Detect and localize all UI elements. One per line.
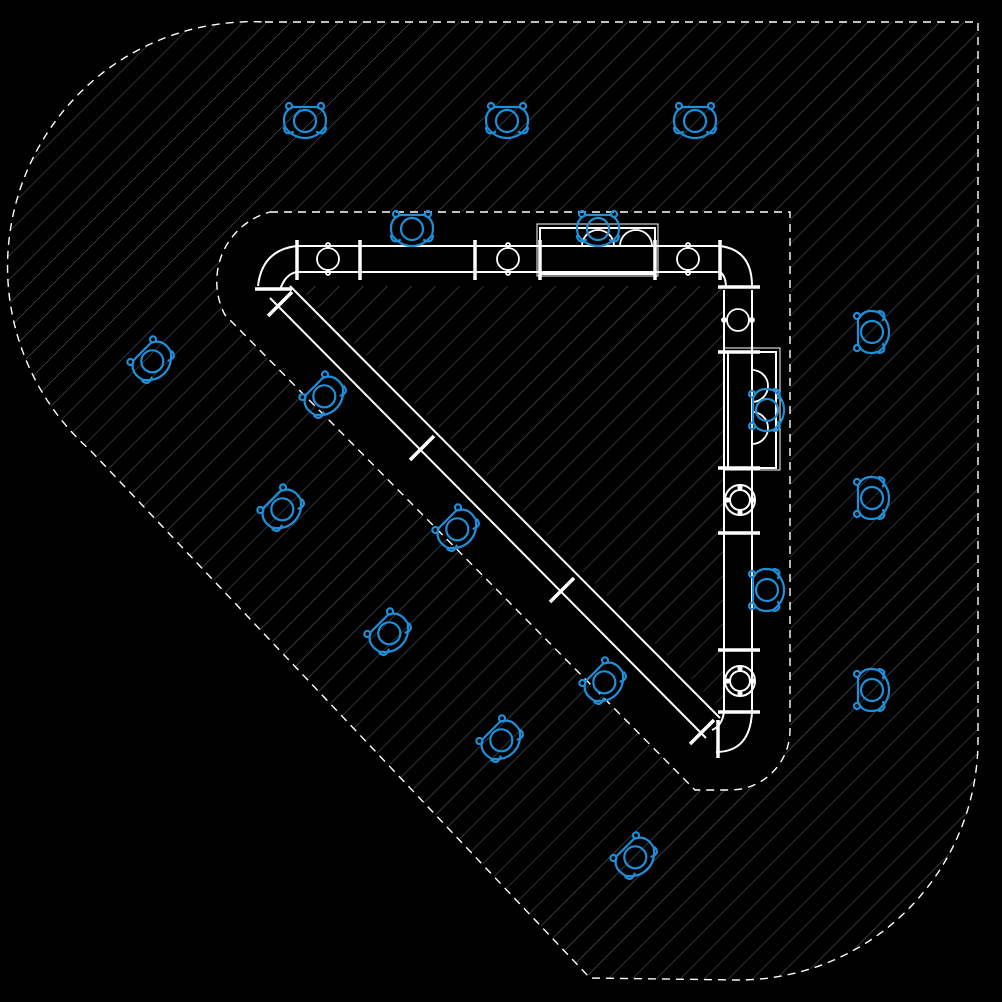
right-fixtures bbox=[721, 308, 769, 445]
pipe-frame bbox=[255, 223, 781, 758]
center-triangle bbox=[297, 286, 724, 712]
